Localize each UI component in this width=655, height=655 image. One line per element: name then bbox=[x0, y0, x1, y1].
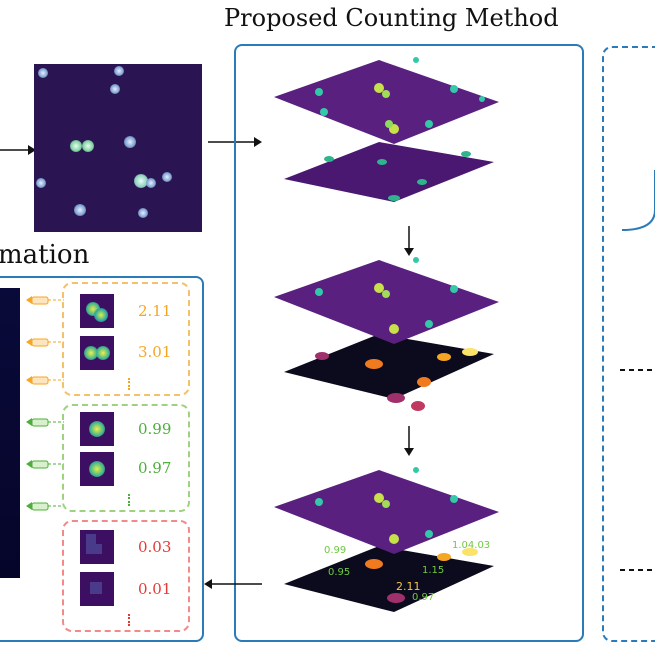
green-tags bbox=[26, 418, 64, 511]
to-estimation-arrow bbox=[204, 579, 262, 589]
overlay-label-green: 0.99 bbox=[324, 545, 346, 556]
patch-red-2 bbox=[80, 572, 114, 606]
density-surface bbox=[274, 470, 499, 554]
right-dashed-panel bbox=[602, 46, 655, 642]
method-layers: 0.99 0.95 1.15 2.11 0.97 1.04.03 bbox=[274, 57, 499, 612]
value-red-1: 0.03 bbox=[138, 538, 172, 556]
cell-spot bbox=[146, 178, 156, 188]
estimation-panel bbox=[0, 276, 204, 642]
orange-tags bbox=[26, 296, 64, 385]
segmentation-blobs bbox=[315, 348, 478, 411]
group-green bbox=[62, 404, 190, 512]
partial-heading: mation bbox=[0, 240, 90, 270]
patch-green-1 bbox=[80, 412, 114, 446]
density-peaks bbox=[315, 57, 485, 134]
red-more-indicator bbox=[128, 614, 132, 626]
value-red-2: 0.01 bbox=[138, 580, 172, 598]
cell-spot bbox=[124, 136, 136, 148]
patch-orange-1 bbox=[80, 294, 114, 328]
value-orange-2: 3.01 bbox=[138, 343, 172, 361]
right-dash-line-2 bbox=[620, 569, 655, 571]
stage-arrow-2-head bbox=[404, 448, 414, 456]
heatmap-spots bbox=[324, 151, 471, 201]
overlay-label-green: 0.97 bbox=[412, 592, 434, 603]
cell-spot bbox=[36, 178, 46, 188]
to-method-arrow bbox=[208, 137, 262, 147]
overlay-label-green: 1.15 bbox=[422, 565, 444, 576]
tag-connectors bbox=[26, 296, 64, 511]
method-title: Proposed Counting Method bbox=[224, 4, 559, 32]
counted-map bbox=[284, 546, 494, 612]
cell-spot bbox=[74, 204, 86, 216]
patch-green-2 bbox=[80, 452, 114, 486]
orange-more-indicator bbox=[128, 378, 132, 390]
input-image bbox=[34, 64, 202, 232]
right-panel-curve bbox=[621, 170, 655, 231]
density-peaks bbox=[315, 257, 458, 334]
cell-spot bbox=[162, 172, 172, 182]
patch-red-1 bbox=[80, 530, 114, 564]
overlay-label-green: 1.04.03 bbox=[452, 540, 490, 551]
counted-blobs bbox=[365, 548, 478, 603]
overlay-label-orange: 2.11 bbox=[396, 580, 421, 593]
segmentation-map bbox=[284, 334, 494, 399]
cell-spot bbox=[138, 208, 148, 218]
method-panel bbox=[234, 44, 584, 642]
patch-orange-2 bbox=[80, 336, 114, 370]
cell-spot bbox=[38, 68, 48, 78]
group-red bbox=[62, 520, 190, 632]
cell-spot bbox=[70, 140, 82, 152]
stage-2 bbox=[274, 257, 499, 411]
density-layer-base bbox=[284, 142, 494, 202]
density-surface bbox=[274, 60, 499, 144]
cell-spot bbox=[82, 140, 94, 152]
group-orange bbox=[62, 282, 190, 396]
stage-arrow-1-head bbox=[404, 248, 414, 256]
right-dash-line-1 bbox=[620, 369, 655, 371]
value-green-2: 0.97 bbox=[138, 459, 172, 477]
density-peaks bbox=[315, 467, 458, 544]
input-arrow bbox=[0, 145, 36, 155]
cell-spot bbox=[134, 174, 148, 188]
overlay-label-green: 0.95 bbox=[328, 567, 350, 578]
green-more-indicator bbox=[128, 494, 132, 506]
density-surface bbox=[274, 260, 499, 344]
value-orange-1: 2.11 bbox=[138, 302, 172, 320]
value-green-1: 0.99 bbox=[138, 420, 172, 438]
stage-3: 0.99 0.95 1.15 2.11 0.97 1.04.03 bbox=[274, 467, 499, 612]
stage-1 bbox=[274, 57, 499, 202]
density-map-strip bbox=[0, 288, 20, 578]
cell-spot bbox=[114, 66, 124, 76]
cell-spot bbox=[110, 84, 120, 94]
